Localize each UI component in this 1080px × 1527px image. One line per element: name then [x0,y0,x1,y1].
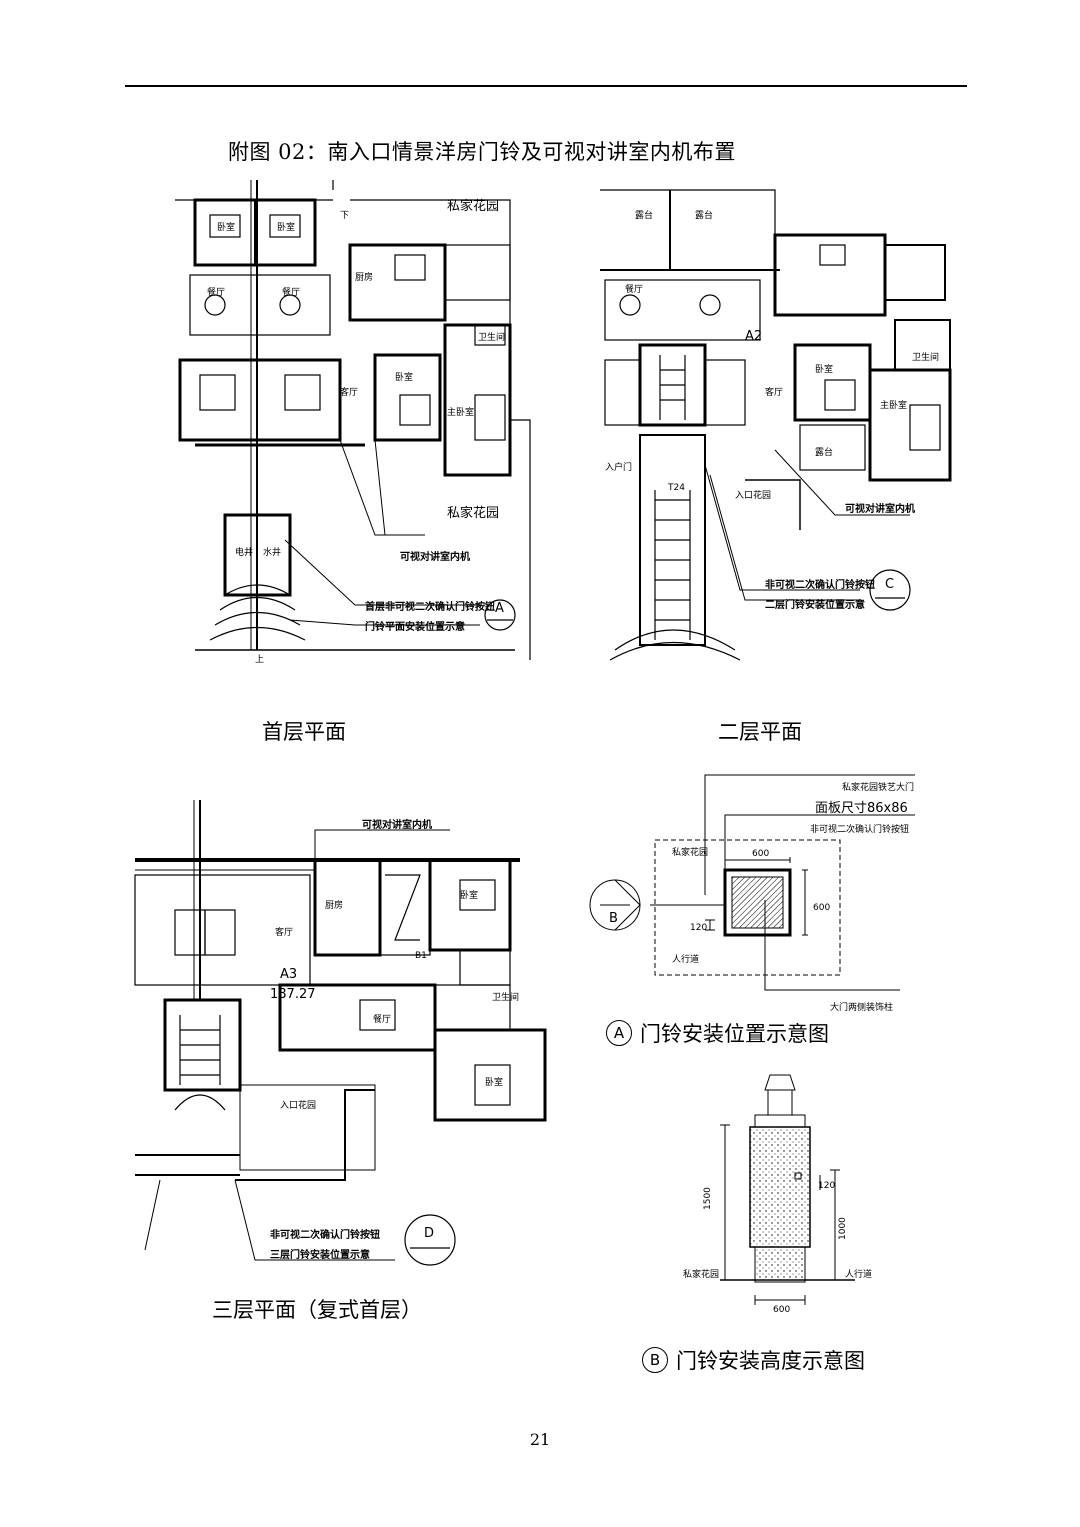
caption-detail-a-text: 门铃安装位置示意图 [640,1022,829,1046]
label-sidewalk: 人行道 [845,1268,872,1280]
label-doorbell-2: 门铃平面安装位置示意 [365,620,465,633]
label-master: 主卧室 [880,399,907,411]
marker-a: A [495,601,504,616]
label-master: 主卧室 [447,406,474,418]
caption-detail-b: B 门铃安装高度示意图 [642,1345,865,1375]
label-living: 客厅 [275,926,293,938]
label-stair-tag: T24 [667,483,685,493]
marker-b-ref: B [609,911,618,926]
label-water: 水井 [263,546,281,558]
caption-detail-b-text: 门铃安装高度示意图 [676,1349,865,1373]
first-floor-plan: 私家花园 私家花园 可视对讲室内机 首层非可视二次确认门铃按钮 门铃平面安装位置… [175,180,545,665]
marker-b-circle: B [642,1347,668,1373]
page-title: 附图 02：南入口情景洋房门铃及可视对讲室内机布置 [228,140,736,164]
label-garden-bottom: 私家花园 [447,505,499,521]
label-bedroom-1: 卧室 [217,221,235,233]
label-bath: 卫生间 [912,351,939,363]
caption-detail-a: A 门铃安装位置示意图 [606,1018,829,1048]
label-living: 客厅 [340,386,358,398]
second-floor-plan: 露台 露台 A2 餐厅 客厅 卧室 主卧室 卫生间 露台 入口花园 入户门 T2… [600,180,970,670]
label-entry-garden: 入口花园 [735,489,771,501]
label-column: 大门两侧装饰柱 [830,1001,893,1013]
detail-b-plan: 1500 1000 120 600 私家花园 人行道 [680,1065,890,1315]
label-dining-1: 餐厅 [207,286,225,298]
label-intercom: 可视对讲室内机 [400,550,470,563]
label-bedroom: 卧室 [815,363,833,375]
caption-second-floor: 二层平面 [718,720,802,744]
label-garden: 私家花园 [672,846,708,858]
label-living: 客厅 [765,386,783,398]
dim-offset: 120 [690,923,707,933]
label-garden-top: 私家花园 [447,198,499,214]
label-entry-garden: 入口花园 [280,1099,316,1111]
label-unit-a2: A2 [745,329,762,344]
label-kitchen: 厨房 [325,899,343,911]
label-gate: 私家花园铁艺大门 [842,781,914,793]
caption-third-floor: 三层平面（复式首层） [212,1298,422,1322]
label-sidewalk: 人行道 [672,953,699,965]
dim-width: 600 [773,1305,790,1315]
marker-a-circle: A [606,1020,632,1046]
label-bedroom-1: 卧室 [460,889,478,901]
label-bedroom-2: 卧室 [485,1076,503,1088]
label-bedroom-2: 卧室 [277,221,295,233]
label-dining: 餐厅 [373,1013,391,1025]
label-intercom: 可视对讲室内机 [362,818,432,831]
label-doorbell-1: 非可视二次确认门铃按钮 [270,1228,380,1241]
label-panel: 面板尺寸86x86 [815,801,908,816]
marker-c: C [885,577,894,592]
label-doorbell-2: 三层门铃安装位置示意 [270,1248,370,1261]
dim-offset: 120 [818,1181,835,1191]
label-terrace-3: 露台 [815,446,833,458]
label-doorbell-2: 二层门铃安装位置示意 [765,598,865,611]
dim-height: 600 [813,903,830,913]
marker-d: D [424,1226,434,1241]
label-unit-a3: A3 [280,967,297,982]
header-rule [125,85,967,87]
label-dining: 餐厅 [625,283,643,295]
dim-button-height: 1000 [838,1217,848,1240]
label-terrace-1: 露台 [635,209,653,221]
label-doorbell-1: 非可视二次确认门铃按钮 [765,578,875,591]
detail-a-plan: 私家花园铁艺大门 面板尺寸86x86 非可视二次确认门铃按钮 私家花园 人行道 … [580,770,925,1015]
label-button: 非可视二次确认门铃按钮 [810,823,909,835]
label-bath: 卫生间 [492,991,519,1003]
caption-first-floor: 首层平面 [262,720,346,744]
dim-total-height: 1500 [703,1187,713,1210]
label-intercom: 可视对讲室内机 [845,502,915,515]
label-elevator: 电井 [235,546,253,558]
label-kitchen: 厨房 [355,271,373,283]
label-bedroom-3: 卧室 [395,371,413,383]
label-area: 187.27 [270,987,316,1002]
label-stair-tag: B1 [415,951,427,961]
label-bath: 卫生间 [478,331,505,343]
label-terrace-2: 露台 [695,209,713,221]
label-entry-gate: 入户门 [605,461,632,473]
label-down: 下 [340,211,349,221]
third-floor-plan: 可视对讲室内机 厨房 客厅 A3 187.27 餐厅 卧室 卧室 卫生间 入口花… [130,800,550,1290]
label-doorbell-1: 首层非可视二次确认门铃按钮 [365,600,495,613]
label-up: 上 [255,654,264,665]
label-dining-2: 餐厅 [282,286,300,298]
dim-width: 600 [752,849,769,859]
label-garden: 私家花园 [683,1268,719,1280]
page-number: 21 [529,1430,551,1449]
